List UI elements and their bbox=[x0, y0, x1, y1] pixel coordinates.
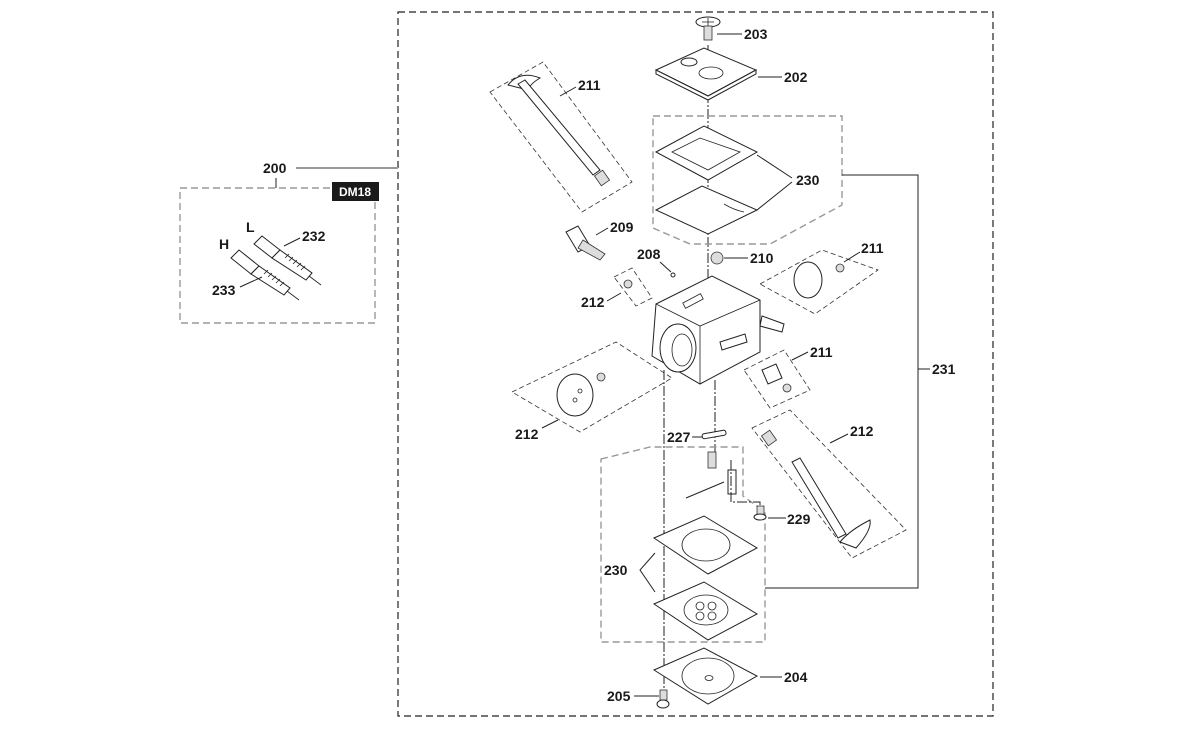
screw-229-icon[interactable] bbox=[753, 505, 767, 521]
carburetor-body-icon[interactable] bbox=[651, 275, 785, 385]
kit-badge-text[interactable]: DM18 bbox=[339, 185, 371, 199]
fitting-209-icon[interactable] bbox=[565, 225, 606, 261]
diaphragm-211-right-icon[interactable] bbox=[793, 261, 845, 299]
label-211-right[interactable]: 211 bbox=[861, 240, 884, 256]
diaphragm-212-lower-icon[interactable] bbox=[556, 372, 606, 417]
shaft-212-right-frame bbox=[751, 409, 907, 559]
label-H: H bbox=[219, 236, 229, 252]
label-231[interactable]: 231 bbox=[932, 361, 956, 377]
label-230-bottom[interactable]: 230 bbox=[604, 562, 628, 578]
leader-230-top-b bbox=[756, 181, 793, 211]
shaft-211-frame bbox=[489, 61, 633, 213]
kit-badge bbox=[332, 182, 379, 201]
screw-212-upper-icon[interactable] bbox=[623, 279, 633, 289]
label-210[interactable]: 210 bbox=[750, 250, 774, 266]
label-212-lower[interactable]: 212 bbox=[515, 426, 539, 442]
leader-212-right bbox=[829, 433, 849, 444]
cover-204-icon[interactable] bbox=[652, 647, 759, 705]
leader-230-bottom bbox=[639, 552, 656, 593]
throttle-shaft-211-icon[interactable] bbox=[507, 74, 611, 187]
label-232[interactable]: 232 bbox=[302, 228, 326, 244]
label-203[interactable]: 203 bbox=[744, 26, 768, 42]
label-229[interactable]: 229 bbox=[787, 511, 811, 527]
pin-227-icon[interactable] bbox=[701, 429, 727, 440]
label-209[interactable]: 209 bbox=[610, 219, 634, 235]
leader-230-top-a bbox=[756, 154, 793, 179]
label-200[interactable]: 200 bbox=[263, 160, 287, 176]
leader-233 bbox=[239, 276, 263, 288]
axis-229 bbox=[730, 460, 761, 508]
screw-203-icon[interactable] bbox=[695, 16, 721, 41]
label-202[interactable]: 202 bbox=[784, 69, 808, 85]
needle-L-icon[interactable] bbox=[253, 235, 322, 286]
part-212-lower-frame bbox=[511, 341, 673, 433]
leader-211-top bbox=[559, 86, 577, 97]
leader-212-lower bbox=[541, 419, 559, 429]
part-211-right-frame bbox=[759, 249, 879, 315]
label-L: L bbox=[246, 219, 255, 235]
gasket-kit-frame-bottom bbox=[600, 446, 766, 643]
label-230-top[interactable]: 230 bbox=[796, 172, 820, 188]
leader-208 bbox=[659, 261, 672, 273]
inlet-needle-icon[interactable] bbox=[685, 451, 737, 499]
lever-211-mid-icon[interactable] bbox=[761, 363, 792, 393]
pump-cover-202-icon[interactable] bbox=[654, 47, 758, 101]
screw-205-icon[interactable] bbox=[656, 689, 670, 709]
choke-shaft-212-icon[interactable] bbox=[760, 429, 871, 549]
leader-211-right bbox=[843, 251, 861, 263]
part-212-upper-frame bbox=[613, 267, 653, 307]
gasket-kit-frame-top bbox=[652, 115, 843, 245]
label-205[interactable]: 205 bbox=[607, 688, 631, 704]
main-assembly-frame bbox=[397, 11, 994, 717]
assembly-231-bracket bbox=[765, 174, 919, 589]
part-211-mid-frame bbox=[743, 349, 811, 409]
label-211-mid[interactable]: 211 bbox=[810, 344, 833, 360]
label-212-upper[interactable]: 212 bbox=[581, 294, 605, 310]
label-233[interactable]: 233 bbox=[212, 282, 236, 298]
screen-210-icon[interactable] bbox=[710, 251, 724, 265]
label-204[interactable]: 204 bbox=[784, 669, 808, 685]
label-212-right[interactable]: 212 bbox=[850, 423, 874, 439]
gasket-230-bottom-icon[interactable] bbox=[652, 515, 759, 641]
label-211-top[interactable]: 211 bbox=[578, 77, 601, 93]
leader-232 bbox=[283, 237, 301, 247]
needle-H-icon[interactable] bbox=[230, 249, 300, 301]
gasket-230-top-icon[interactable] bbox=[654, 125, 759, 235]
leader-212-upper bbox=[606, 292, 622, 302]
ball-208-icon[interactable] bbox=[670, 272, 676, 278]
label-227[interactable]: 227 bbox=[667, 429, 691, 445]
leader-211-mid bbox=[791, 351, 809, 361]
leader-209 bbox=[595, 227, 609, 236]
label-208[interactable]: 208 bbox=[637, 246, 661, 262]
